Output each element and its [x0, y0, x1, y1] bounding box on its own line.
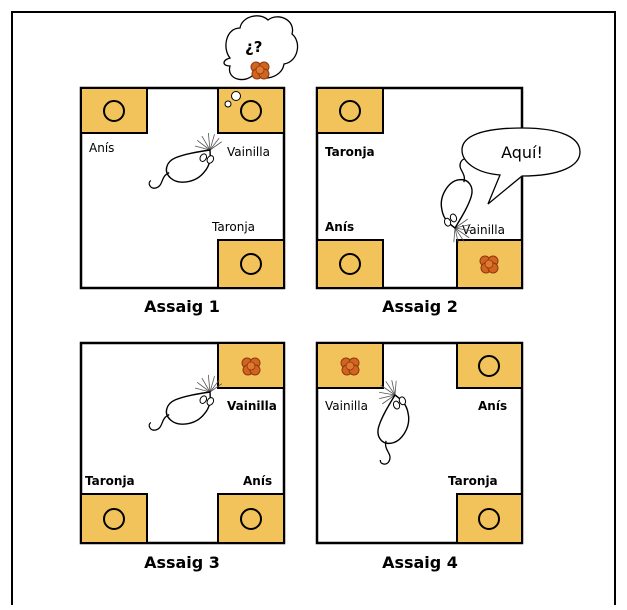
food-pellet-icon: [479, 255, 499, 274]
empty-well-icon: [80, 493, 148, 544]
trial-3: Vainilla Taronja Anís Assaig 3: [79, 341, 286, 572]
food-pellet-icon: [340, 357, 360, 376]
scent-label: Taronja: [85, 474, 135, 488]
scent-label: Vainilla: [227, 399, 277, 413]
scent-label: Vainilla: [462, 223, 505, 237]
thought-bubble-icon: [223, 15, 299, 108]
empty-well-icon: [80, 87, 148, 134]
scent-label: Taronja: [211, 220, 255, 234]
food-pellet-icon: [241, 357, 261, 376]
scent-label: Taronja: [325, 145, 375, 159]
food-well: [217, 342, 285, 389]
empty-well-icon: [217, 87, 285, 134]
outer-frame: [11, 11, 616, 610]
trial-4: Vainilla Anís Taronja Assaig 4: [315, 341, 524, 572]
food-pellet-icon: [250, 61, 270, 80]
trial-1: Anís Vainilla Taronja ¿? Assaig 1: [79, 15, 299, 316]
empty-well-icon: [456, 493, 523, 544]
empty-well-icon: [316, 87, 384, 134]
scent-label: Anís: [243, 474, 272, 488]
scent-label: Anís: [325, 220, 354, 234]
empty-well-icon: [316, 239, 384, 289]
empty-well-icon: [217, 239, 285, 289]
food-well: [316, 342, 384, 389]
empty-well-icon: [456, 342, 523, 389]
scent-label: Vainilla: [227, 145, 270, 159]
trial-caption: Assaig 4: [382, 553, 458, 572]
scent-label: Anís: [478, 399, 507, 413]
trial-caption: Assaig 2: [382, 297, 458, 316]
trial-2: Taronja Anís Vainilla Aquí! Assaig 2: [315, 86, 581, 316]
scent-label: Vainilla: [325, 399, 368, 413]
scent-label: Taronja: [448, 474, 498, 488]
empty-well-icon: [217, 493, 285, 544]
thought-text: ¿?: [245, 38, 262, 56]
food-well: [456, 239, 523, 289]
trial-caption: Assaig 3: [144, 553, 220, 572]
speech-text: Aquí!: [501, 143, 543, 162]
speech-bubble-icon: [461, 127, 581, 205]
scent-label: Anís: [89, 141, 114, 155]
trial-caption: Assaig 1: [144, 297, 220, 316]
